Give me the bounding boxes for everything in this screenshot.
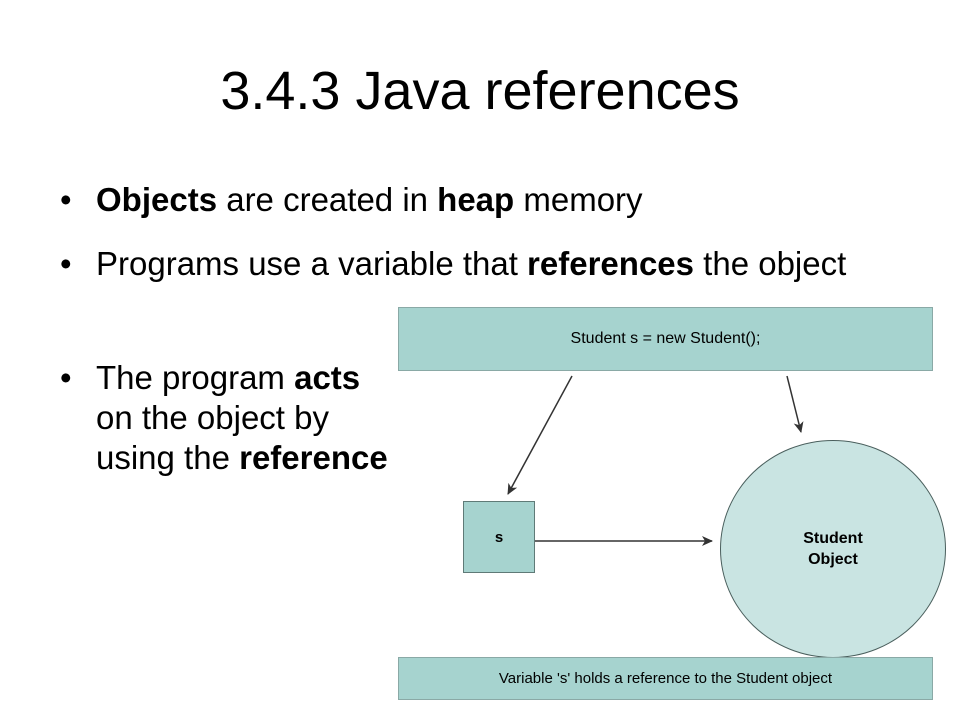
bullet-2: • Programs use a variable that reference… [60,244,920,284]
bullet-3: • The program acts on the object by usin… [60,358,400,478]
variable-label: s [494,528,504,546]
arrow-to-variable [507,375,573,495]
arrow-to-object [786,375,804,433]
bullet-marker: • [60,359,72,396]
object-label-line2: Object [808,551,858,568]
variable-box: s [463,501,535,573]
caption-box: Variable 's' holds a reference to the St… [398,657,933,700]
bullet-text: The program acts on the object by using … [96,359,388,476]
bullet-text: Programs use a variable that references … [96,245,847,282]
bullet-1: • Objects are created in heap memory [60,180,920,220]
object-label-line1: Student [803,530,863,547]
bullet-text: Objects are created in heap memory [96,181,643,218]
slide-title: 3.4.3 Java references [220,61,740,121]
bullet-marker: • [60,181,72,218]
object-circle: Student Object [720,440,946,658]
statement-box: Student s = new Student(); [398,307,933,371]
statement-text: Student s = new Student(); [570,330,761,347]
bullet-marker: • [60,245,72,282]
caption-text: Variable 's' holds a reference to the St… [498,670,833,687]
